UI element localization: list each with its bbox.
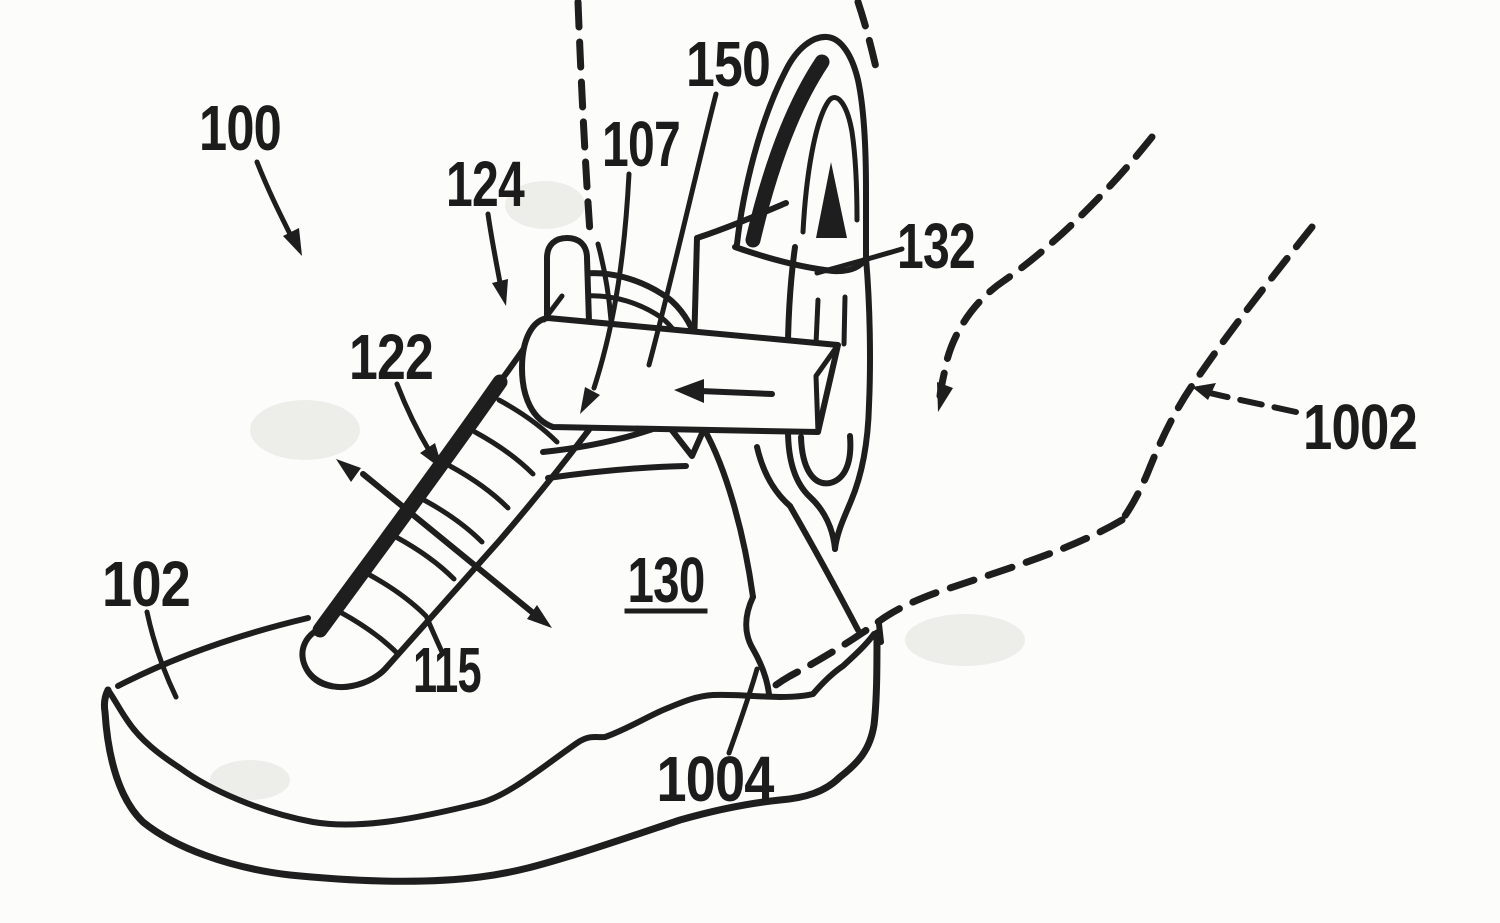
vamp-top-edge <box>115 615 311 689</box>
bare-foot-dashed-outline <box>768 133 1316 692</box>
leader-122 <box>394 381 443 470</box>
ref-label-102: 102 <box>102 548 190 620</box>
upper-panels <box>115 421 861 697</box>
leader-115 <box>424 615 445 655</box>
ref-label-124: 124 <box>446 148 525 220</box>
leader-150 <box>646 91 719 368</box>
reference-leaders <box>144 91 1299 756</box>
quarter-top-edge <box>701 426 756 600</box>
ref-label-130: 130 <box>628 544 705 616</box>
ref-label-122: 122 <box>349 321 433 393</box>
cuff-back-lower-edge <box>754 444 793 509</box>
ref-label-1002: 1002 <box>1303 391 1417 463</box>
leader-102 <box>144 609 179 700</box>
leader-1004 <box>726 666 760 756</box>
cuff-front-edge <box>784 244 838 552</box>
foot-insertion-arrow <box>936 133 1156 412</box>
collar-outer-edge <box>734 33 869 259</box>
leader-107 <box>580 171 632 414</box>
heel-counter-edge <box>787 503 861 633</box>
ref-label-115: 115 <box>413 634 481 706</box>
tongue <box>544 235 614 325</box>
ref-label-1004: 1004 <box>657 743 775 815</box>
leader-1002 <box>1192 383 1299 415</box>
foot-shin-front-dashed <box>1118 223 1316 524</box>
leg-back-dashed-line <box>854 0 881 76</box>
gore-cap-tail <box>300 652 337 690</box>
buckle-slot-right <box>841 294 848 347</box>
strap-tighten-arrow <box>674 379 775 403</box>
throat-edge-lower <box>545 463 689 481</box>
strap-end-fold <box>813 342 841 435</box>
foot-corner-dash <box>876 621 884 645</box>
scan-smudges <box>210 181 1025 800</box>
collar-inner-liner-edge <box>800 95 860 235</box>
sole-top-seam <box>105 631 877 828</box>
cuff-back-edge <box>832 255 873 552</box>
ref-label-100: 100 <box>199 92 281 164</box>
collar-lower-rim <box>732 244 869 275</box>
leader-124 <box>485 211 508 306</box>
collar-dark-wedge <box>816 162 847 238</box>
sole-bottom-outline <box>100 629 881 885</box>
foot-top-dashed <box>768 516 1126 692</box>
buckle-slot-left <box>813 297 821 347</box>
gore-stretch-arrow <box>336 459 552 628</box>
strap-outline <box>519 315 841 435</box>
ankle-cuff <box>784 244 873 552</box>
gore-dark-band <box>312 374 508 638</box>
ref-label-107: 107 <box>602 108 680 180</box>
tongue-liner-line <box>595 241 614 323</box>
leader-100 <box>254 159 302 256</box>
ref-label-132: 132 <box>897 210 975 282</box>
throat-notch <box>664 421 707 459</box>
buckle-loop-under-strap <box>798 433 854 487</box>
heel-collar-dip <box>743 594 772 697</box>
ref-label-150: 150 <box>686 28 770 100</box>
leg-front-dashed-line <box>574 0 594 237</box>
leg-outline-dashed <box>574 0 881 237</box>
leader-132 <box>814 246 905 276</box>
sole <box>100 629 881 885</box>
collar-front-top-edge <box>694 200 789 241</box>
gore-band-above-strap <box>541 293 565 323</box>
midfoot-strap <box>519 293 841 435</box>
